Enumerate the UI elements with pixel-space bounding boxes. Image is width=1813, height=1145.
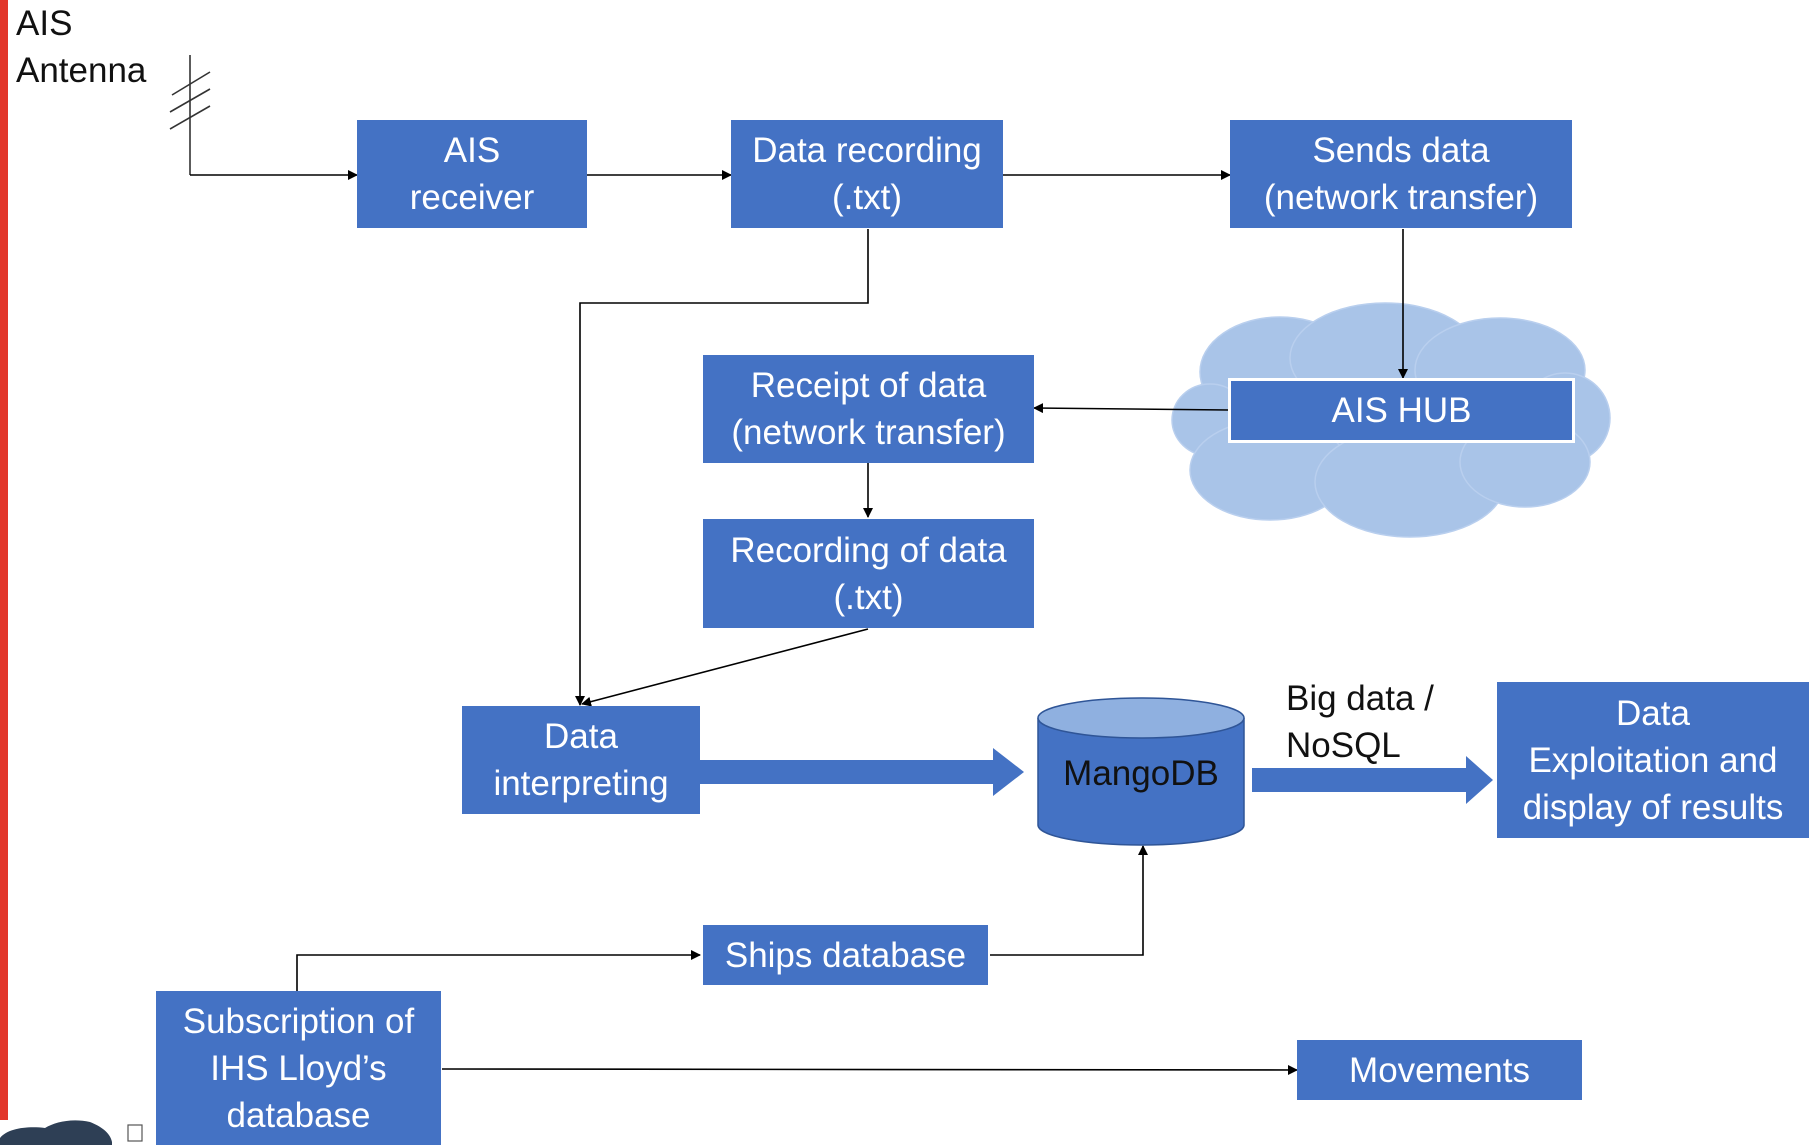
node-sends-data: Sends data (network transfer) bbox=[1230, 120, 1572, 228]
node-receipt-of-data: Receipt of data (network transfer) bbox=[703, 355, 1034, 463]
antenna-label: AIS Antenna bbox=[16, 4, 147, 90]
node-ais-hub: AIS HUB bbox=[1228, 378, 1575, 443]
edge-recording-interpreting bbox=[575, 229, 869, 706]
logo-icon bbox=[0, 1120, 143, 1145]
edge-subscription-movements bbox=[441, 1064, 1298, 1075]
block-arrow-interpreting-mangodb bbox=[700, 748, 1024, 796]
node-data-interpreting: Data interpreting bbox=[462, 706, 700, 814]
database-icon bbox=[1037, 697, 1245, 846]
edge-hub-receipt bbox=[1033, 403, 1229, 414]
node-ais-receiver: AIS receiver bbox=[357, 120, 587, 228]
edge-recording2-interpreting bbox=[581, 628, 869, 707]
connector-lines bbox=[190, 170, 1408, 1075]
edge-label-big-data: Big data / NoSQL bbox=[1286, 679, 1434, 765]
node-mangodb-label: MangoDB bbox=[1063, 754, 1219, 793]
edge-ships-mangodb bbox=[990, 845, 1148, 956]
node-subscription: Subscription of IHS Lloyd’s database bbox=[156, 991, 441, 1145]
node-movements: Movements bbox=[1297, 1040, 1582, 1100]
block-arrow-mangodb-exploitation bbox=[1252, 756, 1493, 804]
left-accent-bar bbox=[0, 0, 8, 1120]
antenna-icon bbox=[169, 55, 211, 175]
edge-subscription-ships bbox=[296, 950, 701, 991]
node-ships-database: Ships database bbox=[703, 925, 988, 985]
node-recording-of-data: Recording of data (.txt) bbox=[703, 519, 1034, 628]
node-data-exploitation: Data Exploitation and display of results bbox=[1497, 682, 1809, 838]
node-data-recording: Data recording (.txt) bbox=[731, 120, 1003, 228]
